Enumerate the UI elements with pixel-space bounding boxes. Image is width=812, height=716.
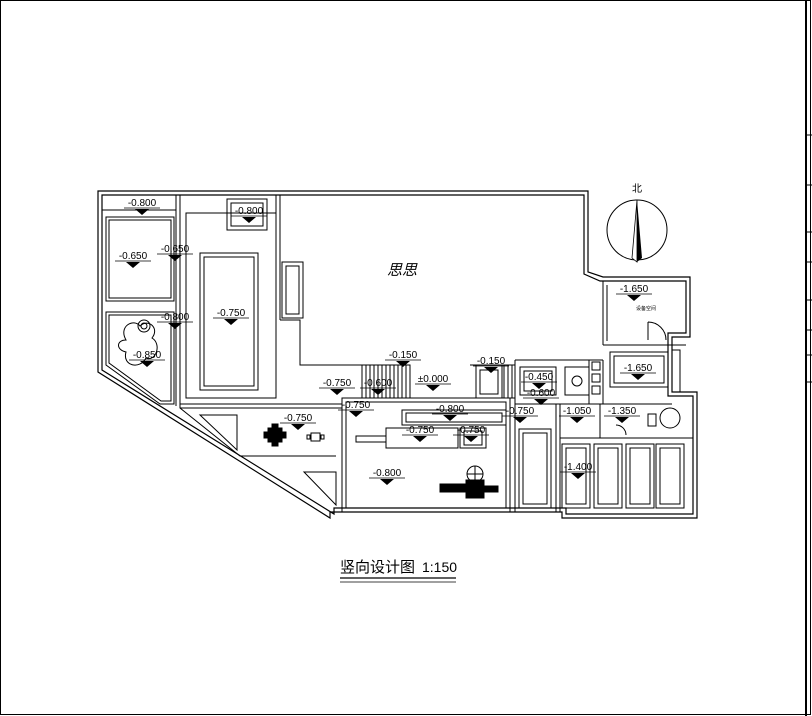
stair-treads-right [503,365,513,398]
elevation-marker: -1.650 [616,284,652,301]
title-text: 竖向设计图 [340,558,415,576]
elevation-marker: -0.650 [157,244,193,261]
elevation-marker: -0.750 [213,308,249,325]
elevation-marker: -0.150 [473,356,509,373]
elevation-marker: -1.350 [604,406,640,423]
elevation-text: -0.750 [506,406,535,417]
elevation-marker: -1.050 [559,406,595,423]
elevation-marker: -0.600 [523,388,559,405]
elevation-text: -0.800 [235,206,264,217]
elevation-marker: -0.800 [157,312,193,329]
elevation-marker: -0.800 [124,198,160,215]
elevation-markers: -0.800 -0.800 -0.650 -0.650 -0.750 -0.80… [115,198,656,485]
elevation-text: -0.750 [457,425,486,436]
elevation-marker: -1.650 [620,363,656,380]
elevation-text: -0.750 [323,378,352,389]
elevation-text: -0.800 [128,198,157,209]
elevation-marker: -0.800 [369,468,405,485]
north-arrow: 北 [606,183,668,263]
equipment-space-note: 设备空间 [636,305,656,312]
elevation-text: -0.450 [525,372,554,383]
elevation-text: ±0.000 [418,374,449,385]
elevation-text: -1.400 [564,462,593,473]
building-outline [97,190,698,520]
furniture [118,319,499,499]
elevation-marker: -0.150 [385,350,421,367]
elevation-text: -0.150 [389,350,418,361]
elevation-text: -0.800 [161,312,190,323]
elevation-text: -0.600 [364,378,393,389]
elevation-marker: -0.750 [402,425,438,442]
north-label: 北 [632,183,642,195]
elevation-marker: -0.800 [432,404,468,421]
drawing-title: 竖向设计图 1:150 [340,558,457,583]
room-label: 思思 [387,261,418,279]
elevation-text: -0.750 [406,425,435,436]
elevation-text: -0.800 [436,404,465,415]
elevation-marker: -0.650 [115,251,151,268]
elevation-marker: -0.450 [521,372,557,389]
elevation-marker: -0.750 [338,400,374,417]
elevation-text: -0.850 [133,350,162,361]
elevation-marker: -1.400 [560,462,596,479]
elevation-text: -0.150 [477,356,506,367]
elevation-text: -0.650 [119,251,148,262]
elevation-marker: -0.750 [453,425,489,442]
elevation-marker: -0.600 [360,378,396,395]
elevation-marker: -0.750 [319,378,355,395]
elevation-marker: -0.850 [129,350,165,367]
elevation-text: -1.050 [563,406,592,417]
elevation-text: -1.650 [620,284,649,295]
elevation-text: -1.350 [608,406,637,417]
elevation-text: -0.750 [284,413,313,424]
elevation-marker: -0.750 [280,413,316,430]
scale-text: 1:150 [422,559,457,575]
elevation-text: -0.600 [527,388,556,399]
elevation-marker: -0.750 [502,406,538,423]
stair-treads [361,365,407,398]
elevation-marker: ±0.000 [415,374,451,391]
elevation-marker: -0.800 [231,206,267,223]
elevation-text: -0.650 [161,244,190,255]
elevation-text: -0.800 [373,468,402,479]
elevation-text: -0.750 [342,400,371,411]
elevation-text: -1.650 [624,363,653,374]
elevation-text: -0.750 [217,308,246,319]
interior-walls [102,195,693,513]
